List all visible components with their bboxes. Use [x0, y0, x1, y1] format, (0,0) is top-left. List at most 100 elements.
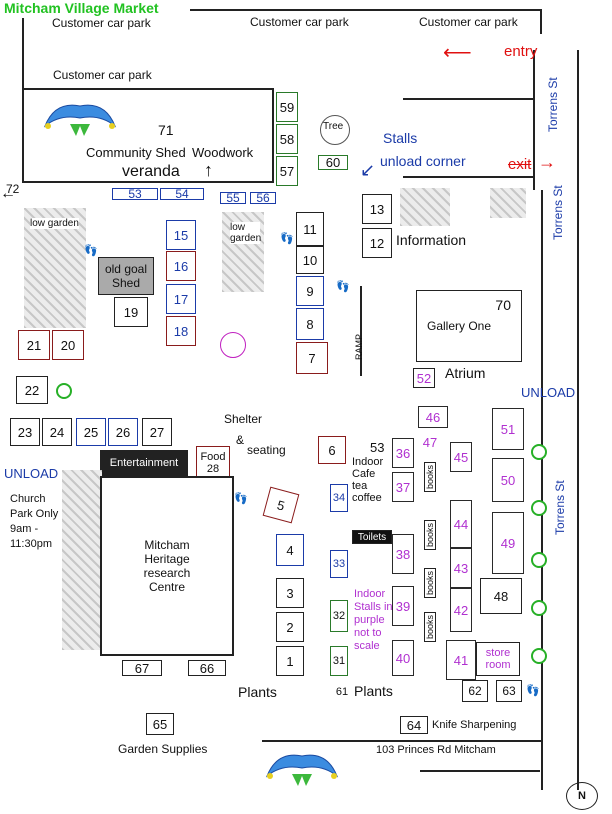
- stall-53-veranda[interactable]: 53: [112, 187, 158, 201]
- stall-26[interactable]: 26: [108, 418, 138, 446]
- stall-11[interactable]: 11: [296, 212, 324, 246]
- store-room-label: store room: [485, 647, 511, 671]
- books-4[interactable]: books: [424, 612, 436, 642]
- road-line-1: [403, 98, 533, 100]
- exit-label: exit: [508, 156, 532, 173]
- stall-58[interactable]: 58: [276, 124, 298, 154]
- store-room[interactable]: store room: [476, 642, 520, 676]
- books-1[interactable]: books: [424, 462, 436, 492]
- stall-44[interactable]: 44: [450, 500, 472, 548]
- stall-6[interactable]: 6: [318, 436, 346, 464]
- garden-supplies-label: Garden Supplies: [118, 742, 208, 756]
- stall-15[interactable]: 15: [166, 220, 196, 250]
- stall-21[interactable]: 21: [18, 330, 50, 360]
- toilets[interactable]: Toilets: [352, 530, 392, 544]
- stall-54[interactable]: 54: [160, 187, 204, 201]
- footprint-icon-1: 👣: [84, 245, 98, 257]
- car-park-label-3: Customer car park: [419, 15, 518, 29]
- amp-label: &: [236, 433, 245, 447]
- left-boundary-line: [22, 18, 24, 88]
- old-goal-shed[interactable]: old goal Shed: [98, 257, 154, 295]
- stall-52[interactable]: 52: [413, 368, 435, 388]
- stall-32[interactable]: 32: [330, 600, 348, 632]
- stall-17[interactable]: 17: [166, 284, 196, 314]
- knife-sharpening-label: Knife Sharpening: [432, 719, 517, 731]
- entertainment-stage[interactable]: Entertainment: [100, 450, 188, 476]
- north-label: N: [578, 790, 586, 802]
- stall-39[interactable]: 39: [392, 586, 414, 626]
- stall-48[interactable]: 48: [480, 578, 522, 614]
- stall-13[interactable]: 13: [362, 194, 392, 224]
- stall-42[interactable]: 42: [450, 588, 472, 632]
- books-2[interactable]: books: [424, 520, 436, 550]
- heritage-centre[interactable]: Mitcham Heritage research Centre: [100, 476, 234, 656]
- atrium-label: Atrium: [445, 365, 486, 381]
- books-label-4: books: [425, 614, 435, 640]
- footprint-icon-3: 👣: [336, 281, 350, 293]
- stall-51[interactable]: 51: [492, 408, 524, 450]
- stall-20[interactable]: 20: [52, 330, 84, 360]
- stall-64[interactable]: 64: [400, 716, 428, 734]
- stall-45[interactable]: 45: [450, 442, 472, 472]
- stall-22[interactable]: 22: [16, 376, 48, 404]
- stall-7[interactable]: 7: [296, 342, 328, 374]
- stall-16[interactable]: 16: [166, 251, 196, 281]
- stall-43[interactable]: 43: [450, 548, 472, 588]
- stall-71[interactable]: 71: [158, 122, 174, 138]
- stall-38[interactable]: 38: [392, 534, 414, 574]
- indoor-cafe-label: Indoor Cafe tea coffee: [352, 456, 384, 504]
- stall-49[interactable]: 49: [492, 512, 524, 574]
- stall-56[interactable]: 56: [250, 191, 276, 205]
- torrens-st-label-3: Torrens St: [553, 480, 567, 535]
- stall-40[interactable]: 40: [392, 640, 414, 676]
- stall-27[interactable]: 27: [142, 418, 172, 446]
- stall-1[interactable]: 1: [276, 646, 304, 676]
- stall-23[interactable]: 23: [10, 418, 40, 446]
- gallery-one[interactable]: 70 Gallery One: [416, 290, 522, 362]
- stall-59[interactable]: 59: [276, 92, 298, 122]
- stall-25[interactable]: 25: [76, 418, 106, 446]
- stall-10[interactable]: 10: [296, 246, 324, 274]
- stall-66[interactable]: 66: [188, 660, 226, 676]
- stall-3[interactable]: 3: [276, 578, 304, 608]
- stall-19[interactable]: 19: [114, 297, 148, 327]
- shelter-label: Shelter: [224, 412, 263, 426]
- stall-62[interactable]: 62: [462, 680, 488, 702]
- stall-65[interactable]: 65: [146, 713, 174, 735]
- stall-2[interactable]: 2: [276, 612, 304, 642]
- stall-41[interactable]: 41: [446, 640, 476, 680]
- stall-18[interactable]: 18: [166, 316, 196, 346]
- stall-8[interactable]: 8: [296, 308, 324, 340]
- stall-47[interactable]: 47: [420, 432, 440, 452]
- stall-12[interactable]: 12: [362, 228, 392, 258]
- stall-28-number: 28: [206, 463, 220, 475]
- map-title: Mitcham Village Market: [4, 0, 159, 16]
- stall-37[interactable]: 37: [392, 472, 414, 502]
- stall-24[interactable]: 24: [42, 418, 72, 446]
- stall-63[interactable]: 63: [496, 680, 522, 702]
- stall-36[interactable]: 36: [392, 438, 414, 468]
- exit-arrow-icon: →: [538, 152, 556, 172]
- stall-72[interactable]: 72: [6, 182, 20, 196]
- stall-5[interactable]: 5: [262, 486, 300, 524]
- stall-55[interactable]: 55: [220, 191, 246, 205]
- stall-60[interactable]: 60: [318, 155, 348, 170]
- stall-53-indoor[interactable]: 53: [370, 440, 385, 455]
- footprint-icon-5: 👣: [526, 685, 540, 697]
- hatch-info: [400, 188, 450, 226]
- stall-34[interactable]: 34: [330, 484, 348, 512]
- stall-28[interactable]: Food 28: [196, 446, 230, 480]
- stall-67[interactable]: 67: [122, 660, 162, 676]
- stall-46[interactable]: 46: [418, 406, 448, 428]
- stall-31[interactable]: 31: [330, 646, 348, 676]
- car-park-label-1: Customer car park: [52, 16, 151, 30]
- stall-57[interactable]: 57: [276, 156, 298, 186]
- stall-9[interactable]: 9: [296, 276, 324, 306]
- bottom-road-line: [262, 740, 542, 742]
- community-shed[interactable]: [22, 88, 274, 183]
- stall-50[interactable]: 50: [492, 458, 524, 502]
- stall-33[interactable]: 33: [330, 550, 348, 578]
- books-3[interactable]: books: [424, 568, 436, 598]
- stall-4[interactable]: 4: [276, 534, 304, 566]
- stall-61[interactable]: 61: [332, 684, 352, 700]
